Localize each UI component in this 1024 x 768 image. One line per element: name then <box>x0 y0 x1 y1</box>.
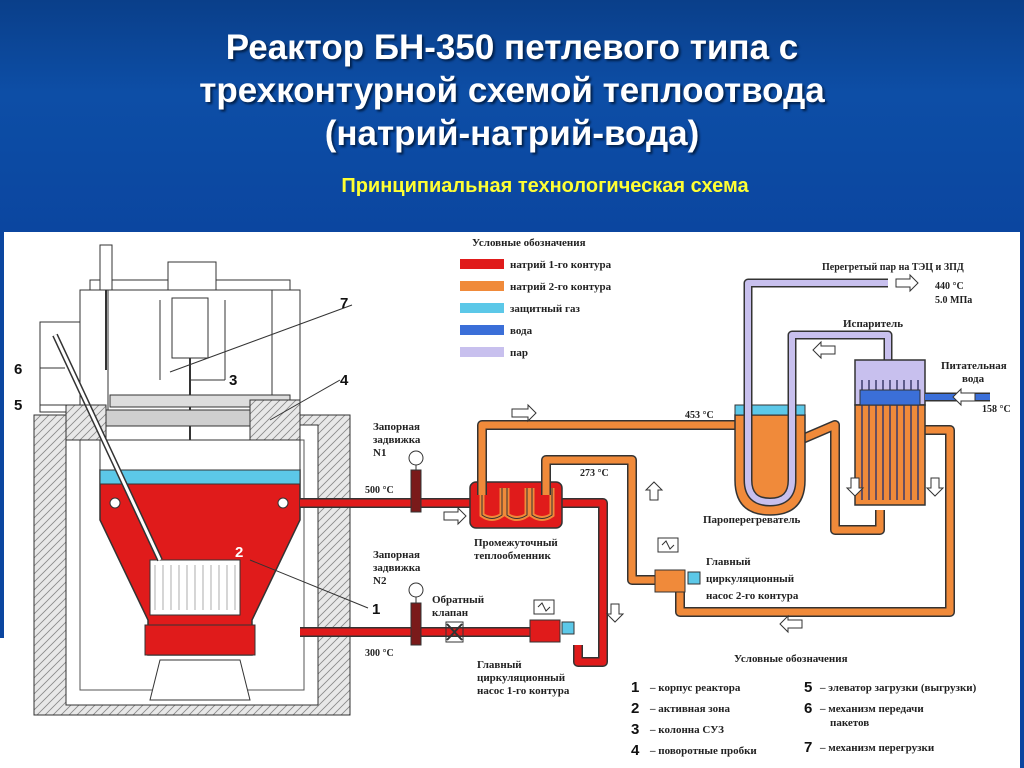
pump2-label-3: насос 2-го контура <box>706 590 799 602</box>
check-valve-label-2: клапан <box>432 607 469 619</box>
check-valve-label-1: Обратный <box>432 594 485 606</box>
valve-n1-label-1: Запорная <box>373 421 420 433</box>
steam-out-label: Перегретый пар на ТЭЦ и ЗПД <box>822 262 964 273</box>
legend-bottom-text-7: – механизм перегрузки <box>819 742 935 754</box>
legend-bottom-text-3: – колонна СУЗ <box>649 724 724 736</box>
callout-3: 3 <box>229 372 237 389</box>
ihx-label-1: Промежуточный <box>474 537 558 549</box>
legend-swatch-secondary <box>460 281 504 291</box>
temp-453-label: 453 °C <box>685 410 714 421</box>
temp-273-label: 273 °C <box>580 468 609 479</box>
legend-label-primary: натрий 1-го контура <box>510 259 612 271</box>
callout-leaders <box>40 304 369 609</box>
valve-n2 <box>408 582 424 646</box>
legend-label-secondary: натрий 2-го контура <box>510 281 612 293</box>
callout-7: 7 <box>340 295 348 312</box>
legend-swatch-gas <box>460 303 504 313</box>
title-line-3: (натрий-натрий-вода) <box>324 114 700 153</box>
legend-bottom-num-7: 7 <box>804 739 812 756</box>
legend-label-gas: защитный газ <box>510 303 580 315</box>
secondary-loop <box>477 420 955 617</box>
legend-bottom-text-6: – механизм передачи <box>819 703 924 715</box>
valve-n1-label-2: задвижка <box>373 434 421 446</box>
page-title: Реактор БН-350 петлевого типа с трехконт… <box>0 26 1024 155</box>
ihx-label-2: теплообменник <box>474 550 551 562</box>
right-border-strip <box>1020 232 1024 768</box>
title-line-1: Реактор БН-350 петлевого типа с <box>225 28 799 67</box>
callout-4: 4 <box>340 372 349 389</box>
legend-swatch-steam <box>460 347 504 357</box>
legend-bottom-text-1: – корпус реактора <box>649 682 741 694</box>
secondary-pump <box>654 537 701 593</box>
legend-label-water: вода <box>510 325 533 337</box>
legend-bottom-num-3: 3 <box>631 721 639 738</box>
legend-top: Условные обозначения натрий 1-го контура… <box>460 237 612 359</box>
legend-bottom-text-5: – элеватор загрузки (выгрузки) <box>819 682 977 694</box>
pump1-label-1: Главный <box>477 659 522 671</box>
check-valve <box>445 621 464 643</box>
intermediate-heat-exchanger <box>469 481 563 529</box>
reactor-vessel <box>52 333 301 701</box>
valve-n1-label-3: N1 <box>373 447 386 459</box>
legend-label-steam: пар <box>510 347 528 359</box>
temp-500-label: 500 °C <box>365 485 394 496</box>
pump2-label-1: Главный <box>706 556 751 568</box>
legend-top-title: Условные обозначения <box>472 237 586 249</box>
callout-1: 1 <box>372 601 380 618</box>
temp-300-label: 300 °C <box>365 648 394 659</box>
legend-swatch-primary <box>460 259 504 269</box>
legend-bottom-num-1: 1 <box>631 679 639 696</box>
feedwater-label-2: вода <box>962 373 985 385</box>
superheater <box>734 330 806 516</box>
steam-lines <box>743 278 893 360</box>
page-subtitle: Принципиальная технологическая схема <box>341 175 749 197</box>
temp-158-label: 158 °C <box>982 404 1011 415</box>
flow-arrows <box>443 273 976 634</box>
legend-swatch-water <box>460 325 504 335</box>
legend-bottom-text-2: – активная зона <box>649 703 731 715</box>
feedwater-label-1: Питательная <box>941 360 1007 372</box>
superheater-label: Пароперегреватель <box>703 514 801 526</box>
legend-bottom-text-4: – поворотные пробки <box>649 745 757 757</box>
reactor-superstructure <box>39 244 301 600</box>
legend-bottom-text-6b: пакетов <box>830 717 869 729</box>
legend-bottom-num-6: 6 <box>804 700 812 717</box>
pressure-label: 5.0 МПа <box>935 295 972 306</box>
legend-bottom: Условные обозначения 1 – корпус реактора… <box>631 653 977 759</box>
pump1-label-2: циркуляционный <box>477 672 566 684</box>
primary-pump <box>529 599 575 643</box>
left-border-strip <box>0 232 4 638</box>
callout-5: 5 <box>14 397 22 414</box>
legend-bottom-num-4: 4 <box>631 742 640 759</box>
valve-n2-label-3: N2 <box>373 575 387 587</box>
header-banner: Реактор БН-350 петлевого типа с трехконт… <box>0 0 1024 232</box>
legend-bottom-title: Условные обозначения <box>734 653 848 665</box>
legend-bottom-num-5: 5 <box>804 679 812 696</box>
legend-bottom-num-2: 2 <box>631 700 639 717</box>
evaporator-label: Испаритель <box>843 318 903 330</box>
pump2-label-2: циркуляционный <box>706 573 795 585</box>
component-labels: Запорная задвижка N1 Запорная задвижка N… <box>365 262 1011 697</box>
temp-440-label: 440 °C <box>935 281 964 292</box>
callout-numbers: 7 3 4 6 5 1 2 <box>14 295 380 618</box>
valve-n2-label-1: Запорная <box>373 549 420 561</box>
pump1-label-3: насос 1-го контура <box>477 685 570 697</box>
valve-n1 <box>408 450 424 513</box>
title-line-2: трехконтурной схемой теплоотвода <box>199 71 825 110</box>
valve-n2-label-2: задвижка <box>373 562 421 574</box>
callout-2: 2 <box>235 544 243 561</box>
callout-6: 6 <box>14 361 22 378</box>
